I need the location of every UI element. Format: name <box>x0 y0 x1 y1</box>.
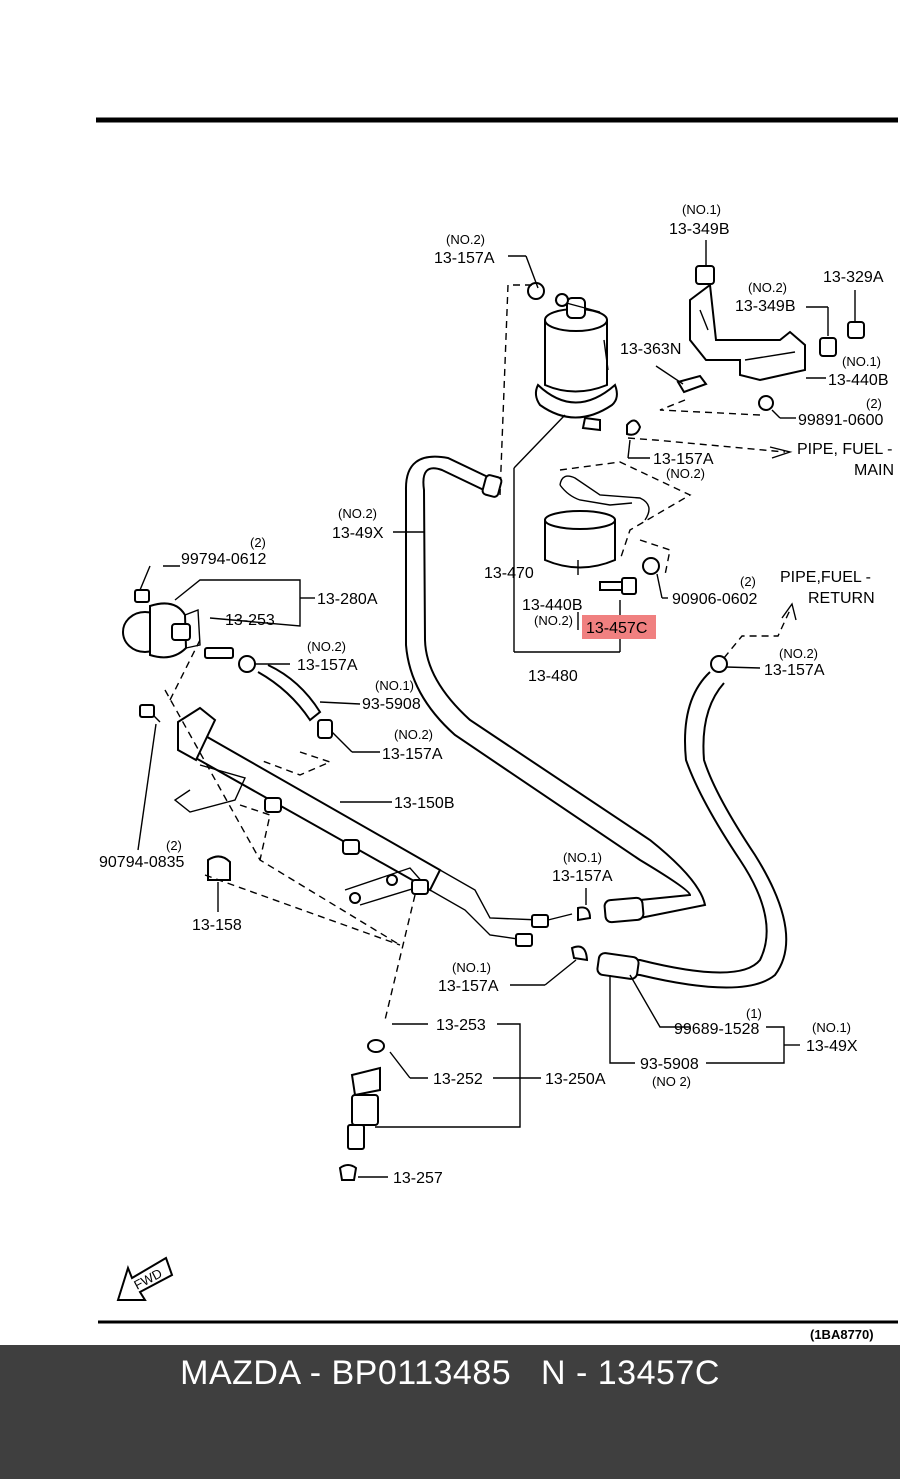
label-no2-5908: (NO 2) <box>652 1074 691 1089</box>
label-13-457C: 13-457C <box>586 620 647 637</box>
label-no2-157A-c: (NO.2) <box>307 639 346 654</box>
label-13-157A-b: 13-157A <box>653 451 714 468</box>
hose-93-5908-no1-part <box>257 664 333 739</box>
label-13-280A: 13-280A <box>317 591 378 608</box>
label-99794: 99794-0612 <box>181 551 267 568</box>
label-no1-49X: (NO.1) <box>812 1020 851 1035</box>
label-13-157A-d: 13-157A <box>382 746 443 763</box>
label-13-440B-b: 13-440B <box>522 597 583 614</box>
label-13-253-b: 13-253 <box>436 1017 486 1034</box>
label-2-90906: (2) <box>740 574 756 589</box>
label-ref: (1BA8770) <box>810 1327 874 1342</box>
label-1-99689: (1) <box>746 1006 762 1021</box>
label-99891: 99891-0600 <box>798 412 884 429</box>
highlight-box <box>582 615 656 639</box>
pressure-damper-part <box>122 589 256 673</box>
label-no2-top: (NO.2) <box>446 232 485 247</box>
band-bracket-part <box>544 475 650 575</box>
label-no2-b: (NO.2) <box>666 466 705 481</box>
label-no2-440B: (NO.2) <box>534 613 573 628</box>
footer-title: MAZDA - BP0113485 N - 13457C <box>180 1354 720 1392</box>
parts-diagram: (NO.2) 13-157A (NO.1) 13-349B (NO.2) 13-… <box>96 117 898 1342</box>
label-13-157A-e: 13-157A <box>552 868 613 885</box>
label-13-157A-c: 13-157A <box>297 657 358 674</box>
label-no2-349B: (NO.2) <box>748 280 787 295</box>
return-hose-part <box>596 655 788 989</box>
fuel-injector-part <box>338 1039 385 1181</box>
nut-90906-part <box>642 557 660 575</box>
label-2-99891: (2) <box>866 396 882 411</box>
fuel-rail-part <box>173 706 592 962</box>
label-no2-49X: (NO.2) <box>338 506 377 521</box>
label-13-480: 13-480 <box>528 668 578 685</box>
label-13-150B: 13-150B <box>394 795 455 812</box>
label-13-257: 13-257 <box>393 1170 443 1187</box>
label-13-253-a: 13-253 <box>225 612 275 629</box>
label-13-349B-b: 13-349B <box>735 298 796 315</box>
footer-bar <box>0 1345 900 1479</box>
label-13-252: 13-252 <box>433 1071 483 1088</box>
label-no1-157A-f: (NO.1) <box>452 960 491 975</box>
label-99689: 99689-1528 <box>674 1021 760 1038</box>
label-no1-440B: (NO.1) <box>842 354 881 369</box>
fwd-arrow-icon <box>116 1256 174 1301</box>
label-13-49X-b: 13-49X <box>806 1038 858 1055</box>
label-no1-5908: (NO.1) <box>375 678 414 693</box>
label-13-329A: 13-329A <box>823 269 884 286</box>
fuel-damper-part <box>534 293 618 432</box>
vacuum-bracket-part <box>626 265 865 436</box>
label-13-349B-a: 13-349B <box>669 221 730 238</box>
label-pipe-ret-1: PIPE,FUEL - <box>780 569 871 586</box>
label-13-157A-r: 13-157A <box>764 662 825 679</box>
fuel-hose-no2-part <box>404 455 707 924</box>
label-no2-157A-d: (NO.2) <box>394 727 433 742</box>
label-13-157A-top: 13-157A <box>434 250 495 267</box>
label-93-5908-a: 93-5908 <box>362 696 421 713</box>
label-pipe-main-1: PIPE, FUEL - <box>797 441 892 458</box>
bolt-13-457C-part <box>599 577 637 595</box>
label-13-440B-a: 13-440B <box>828 372 889 389</box>
label-13-49X-a: 13-49X <box>332 525 384 542</box>
label-13-157A-f: 13-157A <box>438 978 499 995</box>
label-90794: 90794-0835 <box>99 854 185 871</box>
label-pipe-main-2: MAIN <box>854 462 894 479</box>
label-no2-157A-r: (NO.2) <box>779 646 818 661</box>
label-2-99794: (2) <box>250 535 266 550</box>
label-no1-157A-e: (NO.1) <box>563 850 602 865</box>
label-13-158: 13-158 <box>192 917 242 934</box>
label-93-5908-b: 93-5908 <box>640 1056 699 1073</box>
label-13-470: 13-470 <box>484 565 534 582</box>
label-no1-349B: (NO.1) <box>682 202 721 217</box>
label-13-250A: 13-250A <box>545 1071 606 1088</box>
label-2-90794: (2) <box>166 838 182 853</box>
label-13-363N: 13-363N <box>620 341 681 358</box>
label-90906: 90906-0602 <box>672 591 758 608</box>
label-pipe-ret-2: RETURN <box>808 590 875 607</box>
